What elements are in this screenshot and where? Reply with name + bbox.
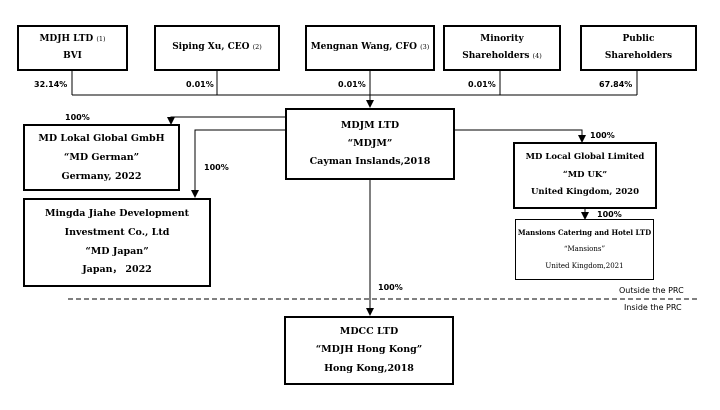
pct-mansions: 100% [597,210,622,219]
mdjm-line1: MDJM LTD [340,119,400,131]
hk-line2: “MDJH Hong Kong” [315,344,423,356]
mansions-box: Mansions Catering and Hotel LTD “Mansion… [515,219,654,280]
mdjh-sub: BVI [63,51,82,61]
shareholder-public: Public Shareholders [580,25,697,71]
mdjm-box: MDJM LTD “MDJM” Cayman Inslands,2018 [285,108,455,180]
uk-box: MD Local Global Limited “MD UK” United K… [513,142,657,209]
german-line3: Germany, 2022 [61,171,142,182]
xu-note: (2) [252,43,262,52]
japan-box: Mingda Jiahe Development Investment Co.,… [23,198,211,287]
arrow-to-german [167,116,285,125]
german-line2: “MD German” [63,152,140,163]
pct-mdjh: 32.14% [34,80,68,89]
shareholder-mdjh: MDJH LTD (1) BVI [17,25,128,71]
mdjh-name: MDJH LTD [39,33,94,44]
uk-line2: “MD UK” [562,169,608,180]
minority-name2: Shareholders [462,51,530,61]
shareholder-wang: Mengnan Wang, CFO (3) [305,25,435,71]
hk-line3: Hong Kong,2018 [324,362,414,374]
pct-public: 67.84% [599,80,633,89]
hk-line1: MDCC LTD [339,325,399,337]
arrow-to-uk [455,129,586,143]
pct-uk: 100% [590,131,615,140]
german-line1: MD Lokal Global GmbH [38,133,165,144]
mansions-line2: “Mansions” [563,245,606,254]
pct-wang: 0.01% [338,80,366,89]
mansions-line3: United Kingdom,2021 [545,261,624,270]
mdjm-line3: Cayman Inslands,2018 [309,156,431,168]
japan-line4: Japan， 2022 [82,264,152,276]
xu-name: Siping Xu, CEO [172,42,250,53]
hk-box: MDCC LTD “MDJH Hong Kong” Hong Kong,2018 [284,316,454,385]
shareholder-xu: Siping Xu, CEO (2) [154,25,280,71]
pct-minority: 0.01% [468,80,496,89]
german-box: MD Lokal Global GmbH “MD German” Germany… [23,124,180,191]
outside-prc-label: Outside the PRC [619,286,684,295]
inside-prc-label: Inside the PRC [624,303,682,312]
public-name: Public [622,33,655,44]
mdjm-line2: “MDJM” [347,137,393,149]
minority-name: Minority [480,33,524,44]
mansions-line1: Mansions Catering and Hotel LTD [517,228,652,238]
mdjh-note: (1) [96,34,106,43]
pct-german: 100% [65,113,90,122]
uk-line1: MD Local Global Limited [525,151,645,162]
shareholder-minority: Minority Shareholders (4) [443,25,561,71]
pct-hk: 100% [378,283,403,292]
wang-note: (3) [420,43,430,52]
wang-name: Mengnan Wang, CFO [310,42,417,53]
pct-xu: 0.01% [186,80,214,89]
public-name2: Shareholders [604,51,673,61]
pct-japan: 100% [204,163,229,172]
japan-line1: Mingda Jiahe Development [44,208,190,220]
uk-line3: United Kingdom, 2020 [531,187,639,198]
arrow-to-japan [191,129,285,198]
japan-line3: “MD Japan” [85,245,149,257]
japan-line2: Investment Co., Ltd [64,226,170,238]
minority-note: (4) [532,52,542,60]
